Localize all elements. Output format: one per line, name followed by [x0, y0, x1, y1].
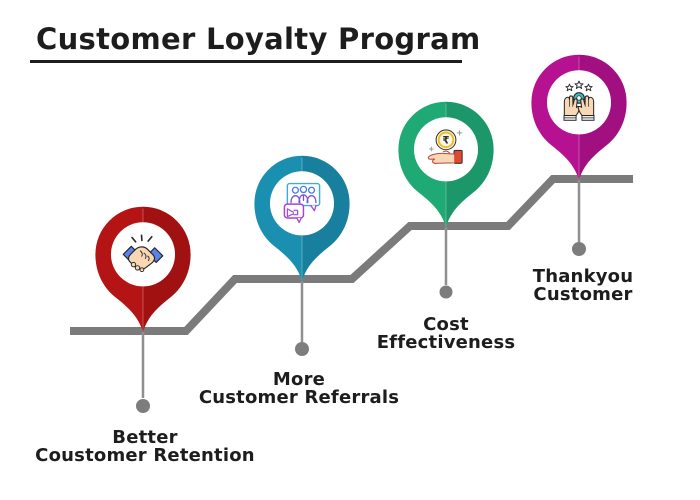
label-thankyou-customer: Thankyou Customer: [448, 268, 700, 303]
people-heads: [291, 185, 316, 194]
handshake-icon: [122, 234, 164, 273]
people-bodies: [290, 194, 317, 204]
label-more-customer-referrals: More Customer Referrals: [164, 371, 434, 406]
badge-center: [576, 95, 582, 101]
coin-ring: [437, 131, 455, 149]
connector-lines: [141, 180, 581, 398]
connector-dots: [136, 242, 586, 413]
label-line2: Customer: [533, 283, 633, 305]
label-line2: Customer Referrals: [198, 386, 400, 408]
finger-lines: [139, 250, 150, 262]
connector-dot: [439, 285, 453, 299]
stair-path: [70, 175, 633, 335]
pin-thankyou-customer: [531, 54, 627, 181]
connector-dot: [572, 242, 586, 256]
stars: [565, 80, 593, 92]
label-line2: Coustomer Retention: [35, 444, 255, 466]
pin-better-customer-retention: [95, 206, 191, 333]
sparkles: [429, 130, 463, 152]
label-cost-effectiveness: Cost Effectiveness: [311, 316, 581, 351]
knuckle: [134, 265, 141, 271]
megaphone: [286, 208, 299, 218]
label-line2: Effectiveness: [376, 331, 516, 353]
connector-dot: [136, 399, 150, 413]
pin-more-customer-referrals: [254, 155, 350, 282]
title-underline: [30, 60, 462, 63]
pin-cost-effectiveness: ₹: [398, 101, 494, 228]
thumb-line: [442, 150, 451, 154]
referral-people-megaphone-icon: [283, 182, 321, 224]
connector-dot: [295, 342, 309, 356]
label-line1: Cost: [423, 314, 469, 335]
knuckle: [130, 261, 137, 268]
bubble-tail-right: [310, 204, 317, 212]
rupee-in-hand-icon: ₹: [427, 129, 463, 164]
label-line1: More: [272, 369, 326, 390]
bubble-tail: [296, 217, 302, 224]
label-better-customer-retention: Better Coustomer Retention: [10, 429, 280, 464]
rupee-symbol: ₹: [442, 134, 449, 146]
open-hand: [427, 152, 456, 164]
label-line1: Better: [112, 427, 178, 448]
emphasis-lines: [131, 234, 153, 243]
page-title: Customer Loyalty Program: [36, 22, 481, 56]
knuckle: [139, 267, 145, 273]
appreciation-hands-stars-icon: [563, 80, 595, 121]
label-line1: Thankyou: [532, 266, 634, 287]
